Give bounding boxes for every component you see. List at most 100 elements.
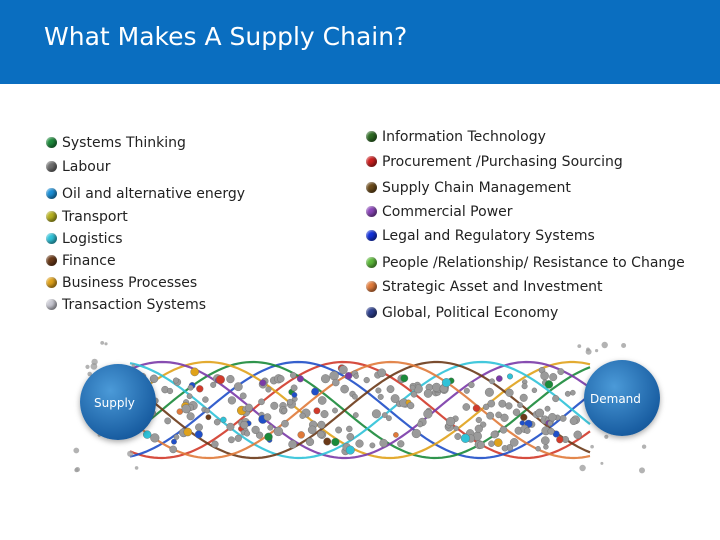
legend-item-systems-thinking: Systems Thinking <box>46 134 186 152</box>
helix-bead <box>468 382 474 388</box>
helix-bead <box>298 431 305 438</box>
helix-bead <box>541 372 549 380</box>
helix-bead <box>513 409 520 416</box>
legend-item-transaction-systems: Transaction Systems <box>46 296 206 314</box>
helix-bead <box>543 444 548 449</box>
cyan-bullet-icon <box>46 233 57 244</box>
helix-bead <box>463 403 470 410</box>
helix-bead <box>318 421 326 429</box>
blue-bullet-icon <box>46 188 57 199</box>
helix-bead <box>277 375 284 382</box>
helix-bead <box>170 446 177 453</box>
helix-bead <box>496 376 502 382</box>
helix-bead <box>167 388 173 394</box>
helix-bead <box>206 415 211 420</box>
supply-node: Supply <box>80 364 156 440</box>
helix-bead <box>442 378 451 387</box>
helix-bead <box>306 438 314 446</box>
scatter-bead <box>100 341 104 345</box>
legend-item-strategic-asset: Strategic Asset and Investment <box>366 278 603 296</box>
helix-bead <box>501 414 509 422</box>
helix-bead <box>345 372 352 379</box>
scatter-bead <box>602 342 608 348</box>
helix-bead <box>393 432 398 437</box>
helix-bead <box>346 426 352 432</box>
helix-bead <box>446 417 455 426</box>
legend-item-supply-chain-management: Supply Chain Management <box>366 179 571 197</box>
helix-bead <box>245 404 253 412</box>
helix-bead <box>522 383 528 389</box>
helix-bead <box>252 426 260 434</box>
helix-bead <box>346 446 355 455</box>
helix-bead <box>191 368 199 376</box>
helix-bead <box>410 385 415 390</box>
helix-bead <box>424 389 432 397</box>
silver-bullet-icon <box>46 299 57 310</box>
helix-bead <box>520 414 527 421</box>
helix-bead <box>241 421 249 429</box>
legend-item-finance: Finance <box>46 252 116 270</box>
helix-bead <box>282 408 287 413</box>
helix-bead <box>188 385 193 390</box>
helix-bead <box>290 372 296 378</box>
helix-bead <box>300 413 306 419</box>
helix-bead <box>461 434 470 443</box>
helix-bead <box>341 385 349 393</box>
helix-bead <box>268 425 274 431</box>
helix-bead <box>432 383 441 392</box>
helix-bead <box>491 431 498 438</box>
helix-bead <box>548 413 556 421</box>
helix-bead <box>370 443 375 448</box>
helix-bead <box>536 409 544 417</box>
helix-bead <box>541 437 549 445</box>
helix-bead <box>205 408 210 413</box>
legend-item-labour: Labour <box>46 158 110 176</box>
helix-bead <box>545 380 553 388</box>
dark-green-bullet-icon <box>366 131 377 142</box>
legend-item-transport: Transport <box>46 208 128 226</box>
helix-bead <box>506 403 513 410</box>
red-bullet-icon <box>366 156 377 167</box>
helix-bead <box>464 388 470 394</box>
helix-bead <box>220 417 226 423</box>
helix-bead <box>532 388 537 393</box>
helix-bead <box>347 433 354 440</box>
helix-bead <box>210 382 216 388</box>
helix-bead <box>483 404 489 410</box>
scatter-bead <box>573 416 577 420</box>
legend-item-oil-energy: Oil and alternative energy <box>46 185 245 203</box>
helix-bead <box>234 383 242 391</box>
helix-bead <box>545 406 550 411</box>
helix-bead <box>187 413 195 421</box>
helix-bead <box>321 410 329 418</box>
helix-bead <box>387 385 394 392</box>
helix-bead <box>317 431 324 438</box>
helix-bead <box>264 414 271 421</box>
helix-bead <box>173 378 179 384</box>
page-title: What Makes A Supply Chain? <box>44 22 407 51</box>
purple-bullet-icon <box>366 206 377 217</box>
helix-bead <box>291 385 297 391</box>
scatter-bead <box>127 451 133 457</box>
helix-bead <box>506 389 514 397</box>
helix-bead <box>489 379 494 384</box>
helix-bead <box>195 431 203 439</box>
helix-bead <box>548 421 553 426</box>
helix-bead <box>260 380 266 386</box>
scatter-bead <box>600 462 603 465</box>
helix-bead <box>228 397 236 405</box>
demand-label: Demand <box>590 392 641 406</box>
helix-bead <box>187 394 192 399</box>
scatter-bead <box>85 365 89 369</box>
helix-bead <box>281 420 288 427</box>
helix-bead <box>212 441 219 448</box>
helix-bead <box>548 428 555 435</box>
helix-bead <box>216 375 225 384</box>
orange-bullet-icon <box>366 281 377 292</box>
helix-bead <box>308 426 316 434</box>
helix-bead <box>570 390 575 395</box>
brown-bullet-icon <box>46 255 57 266</box>
helix-bead <box>214 419 220 425</box>
helix-bead <box>184 428 192 436</box>
helix-bead <box>352 394 357 399</box>
